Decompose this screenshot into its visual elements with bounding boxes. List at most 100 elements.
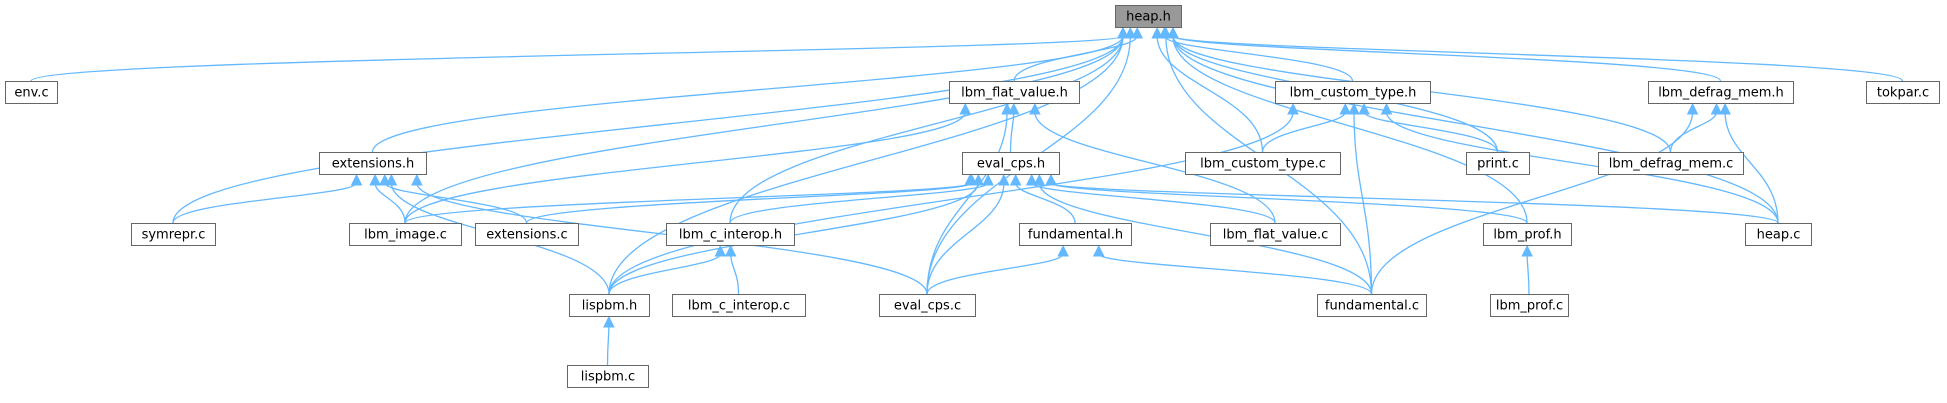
arrowhead (1521, 244, 1533, 257)
node-lbm-flat-value-h[interactable]: lbm_flat_value.h (949, 81, 1080, 104)
arrowhead (1167, 26, 1179, 39)
node-label: lbm_c_interop.h (679, 228, 782, 243)
edge-lbm-image-c-to-extensions-h (369, 173, 406, 224)
node-box (1115, 5, 1182, 28)
arrowhead (1009, 173, 1022, 186)
node-label: extensions.c (486, 228, 567, 243)
arrowhead (972, 173, 985, 186)
node-lbm-defrag-mem-c[interactable]: lbm_defrag_mem.c (1598, 152, 1744, 175)
edge-fundamental-c-to-eval-cps-h (1033, 173, 1373, 295)
edge-lbm-custom-type-c-to-heap-h (1151, 26, 1264, 153)
edge-lispbm-h-to-lbm-custom-type-h (608, 102, 1299, 295)
node-box (1210, 223, 1341, 246)
edge-lbm-prof-c-to-lbm-prof-h (1521, 244, 1533, 295)
node-extensions-c[interactable]: extensions.c (475, 223, 579, 246)
node-eval-cps-h[interactable]: eval_cps.h (962, 152, 1060, 175)
node-label: lbm_custom_type.c (1200, 157, 1326, 172)
edge-lbm-image-c-to-eval-cps-h (404, 173, 976, 224)
node-box (879, 294, 976, 317)
edge-fundamental-c-to-fundamental-h (1092, 244, 1373, 295)
node-lbm-c-interop-c[interactable]: lbm_c_interop.c (672, 294, 806, 317)
node-box (1745, 223, 1812, 246)
edge-print-c-to-lbm-custom-type-h (1358, 102, 1499, 153)
edge-line (404, 35, 1124, 224)
node-lispbm-c[interactable]: lispbm.c (567, 365, 649, 388)
arrowhead (411, 173, 423, 186)
node-lbm-c-interop-h[interactable]: lbm_c_interop.h (666, 223, 795, 246)
arrowhead (714, 244, 727, 257)
node-lbm-image-c[interactable]: lbm_image.c (349, 223, 462, 246)
node-box (1466, 152, 1530, 175)
node-label: symrepr.c (142, 228, 206, 243)
node-label: eval_cps.c (894, 299, 961, 314)
arrowhead (1710, 102, 1723, 115)
edge-line (1353, 111, 1373, 295)
edge-line (1050, 182, 1528, 224)
arrowhead (1033, 173, 1046, 186)
arrowhead (1117, 26, 1129, 39)
node-lbm-custom-type-c[interactable]: lbm_custom_type.c (1185, 152, 1341, 175)
node-lispbm-h[interactable]: lispbm.h (569, 294, 650, 317)
edge-line (30, 35, 1124, 82)
node-label: env.c (14, 86, 48, 101)
arrowhead (369, 173, 381, 186)
arrowhead (1151, 26, 1163, 39)
node-label: lbm_defrag_mem.h (1658, 86, 1784, 101)
edge-line (926, 111, 1008, 295)
edge-lbm-c-interop-c-to-lbm-c-interop-h (724, 244, 740, 295)
node-box (569, 294, 650, 317)
node-box (1866, 81, 1940, 104)
node-label: lbm_flat_value.h (961, 86, 1068, 101)
node-box (475, 223, 579, 246)
node-box (349, 223, 462, 246)
arrowhead (998, 173, 1010, 186)
node-tokpar-c[interactable]: tokpar.c (1866, 81, 1940, 104)
node-lbm-custom-type-h[interactable]: lbm_custom_type.h (1275, 81, 1431, 104)
arrowhead (1029, 102, 1041, 115)
node-label: eval_cps.h (977, 157, 1045, 172)
arrowhead (1719, 102, 1731, 115)
arrowhead (1001, 102, 1013, 115)
edge-line (172, 35, 1124, 224)
arrowhead (1092, 244, 1105, 257)
arrowhead (1124, 26, 1137, 39)
node-label: extensions.h (332, 157, 415, 172)
arrowhead (1160, 26, 1172, 39)
node-symrepr-c[interactable]: symrepr.c (131, 223, 216, 246)
node-box (567, 365, 649, 388)
edge-line (1172, 35, 1904, 82)
node-lbm-prof-h[interactable]: lbm_prof.h (1483, 223, 1572, 246)
edge-line (1261, 111, 1346, 153)
arrowhead (724, 244, 737, 257)
node-eval-cps-c[interactable]: eval_cps.c (879, 294, 976, 317)
edge-extensions-c-to-eval-cps-h (525, 173, 978, 224)
edge-line (1156, 35, 1264, 153)
edge-line (1724, 111, 1779, 224)
node-lbm-defrag-mem-h[interactable]: lbm_defrag_mem.h (1648, 81, 1794, 104)
node-label: lbm_image.c (364, 228, 447, 243)
node-label: lbm_prof.h (1493, 228, 1561, 243)
edge-line (1098, 253, 1373, 295)
edge-lbm-prof-h-to-eval-cps-h (1045, 173, 1528, 224)
node-env-c[interactable]: env.c (5, 81, 58, 104)
node-box (1598, 152, 1744, 175)
node-print-c[interactable]: print.c (1466, 152, 1530, 175)
edge-heap-c-to-lbm-defrag-mem-h (1719, 102, 1779, 224)
edge-lbm-defrag-mem-c-to-lbm-defrag-mem-h (1669, 102, 1723, 153)
edge-line (1038, 182, 1373, 295)
edge-eval-cps-c-to-fundamental-h (926, 244, 1069, 295)
node-box (319, 152, 427, 175)
edge-line (926, 253, 1064, 295)
node-fundamental-c[interactable]: fundamental.c (1317, 294, 1427, 317)
node-heap-c[interactable]: heap.c (1745, 223, 1812, 246)
node-label: lbm_prof.c (1496, 299, 1563, 314)
node-extensions-h[interactable]: extensions.h (319, 152, 427, 175)
node-fundamental-h[interactable]: fundamental.h (1019, 223, 1132, 246)
node-lbm-prof-c[interactable]: lbm_prof.c (1490, 294, 1569, 317)
edge-line (172, 182, 358, 224)
edge-line (1163, 35, 1354, 82)
node-lbm-flat-value-c[interactable]: lbm_flat_value.c (1210, 223, 1341, 246)
arrowhead (603, 315, 615, 328)
